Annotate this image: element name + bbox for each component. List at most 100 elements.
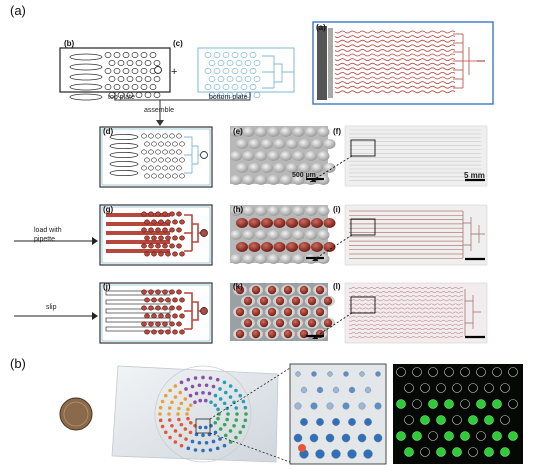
micrograph-wells-h-well [298,218,311,228]
slipchip-droplet [185,412,189,416]
top-plate-label: top plate [108,94,135,101]
micrograph-wells-e-well [242,127,255,137]
loaded-device-schematic-well [179,219,185,225]
panel-label-b: (b) [64,39,75,48]
micrograph-droplets-k-droplet [275,296,285,306]
slipchip-droplet [207,432,212,437]
slipped-device-schematic-well [179,297,185,303]
bottom-plate-schematic-well [217,76,225,82]
zoom-photo-well [347,449,357,459]
scale-bar-500um: 500 µm [292,172,316,179]
micrograph-wells-h-well [273,242,286,252]
assembled-device-schematic-well [165,141,171,147]
slipped-device-schematic-well [169,321,175,327]
bottom-plate-schematic [197,47,295,93]
bottom-plate-schematic-well [226,76,234,82]
top-plate-schematic-well [104,68,112,74]
device-image-f-inset-box [350,139,376,157]
slipped-device-schematic-well [179,313,185,319]
micrograph-wells-e-well [311,139,323,149]
device-image-l-red-row [348,287,464,289]
loaded-device-schematic-well [179,251,185,257]
top-plate-schematic-well [126,60,134,66]
loaded-device-schematic-well [172,235,178,241]
device-overview-gray-bar [317,26,327,100]
micrograph-droplets-k-droplet [259,296,269,306]
loaded-device-schematic-channel [106,222,170,226]
micrograph-droplets-k-droplet [235,285,245,295]
slipped-device-schematic-well [151,297,157,303]
slipchip-droplet [193,448,198,452]
slipchip-droplet [226,412,230,416]
fluorescence-well [468,447,478,457]
zoom-photo-well [332,386,340,394]
slipchip-photo-plate [111,365,279,463]
fluorescence-well [444,367,454,377]
micrograph-droplets-k-droplet [267,329,277,339]
slipchip-droplet [234,418,239,422]
device-image-i-inset-box [350,218,376,236]
bottom-plate-schematic-well [213,52,221,58]
assembled-device-schematic-channel [109,160,139,167]
micrograph-wells-h-well [230,254,242,264]
micrograph-wells-e-well [273,163,286,173]
fluorescence-well [476,367,486,377]
micrograph-wells-e-well [317,151,330,161]
zoom-photo-well [363,449,373,459]
slipchip-droplet [218,437,222,441]
slipped-device-schematic-well [165,313,171,319]
zoom-photo-well [357,433,367,443]
loaded-device-schematic-well [155,211,161,217]
slipchip-droplet [204,440,209,445]
micrograph-wells-e-well [305,127,317,137]
device-overview-tree [462,34,477,88]
top-plate-schematic-inlet [154,66,162,74]
micrograph-droplets-k-droplet [323,296,333,306]
micrograph-wells-e-well [280,151,292,161]
fluorescence-well [404,415,414,425]
micrograph-wells-h-well [248,242,261,252]
slipchip-droplet [215,446,220,451]
inset-link-arrow-f [309,155,353,183]
fluorescence-well [476,399,486,409]
fluorescence-well [412,431,422,441]
slipchip-droplet [197,440,202,445]
micrograph-wells-h-well [323,242,336,252]
slipchip-droplet [173,395,178,399]
slipped-device-schematic-well [148,305,154,311]
slipchip-droplet [163,430,168,435]
assembled-device-schematic-well [169,165,175,171]
micrograph-droplets-k-droplet [283,285,293,295]
slipchip-droplet [170,400,174,405]
slipchip-droplet [225,417,229,422]
assembled-device-schematic-well [144,173,150,179]
loaded-device-schematic-well [169,243,175,249]
coin-photo [59,397,93,431]
micrograph-wells-e-well [255,151,267,161]
micrograph-wells-h-well [230,230,242,240]
panel-label-a: (a) [316,23,326,32]
zoom-photo-well [359,371,365,377]
top-plate-schematic-well [131,52,139,58]
top-plate-schematic-well [153,76,161,82]
top-plate-schematic-well [135,92,143,98]
device-image-l-red-row [348,328,464,330]
micrograph-droplets-k-droplet [259,318,269,328]
zoom-photo-red-well [298,444,306,452]
fluorescence-well [484,415,494,425]
zoom-photo-well [295,371,301,377]
top-plate-schematic-well [135,76,143,82]
micrograph-wells-e-well [280,127,292,137]
loaded-device-schematic-well [151,235,157,241]
micrograph-wells-h-well [267,230,280,240]
slipped-device-schematic-well [165,297,171,303]
micrograph-wells-e-well [267,127,280,137]
loaded-device-schematic-well [176,243,182,249]
slipchip-droplet [234,406,239,410]
micrograph-droplets-k-droplet [243,296,253,306]
assembled-device-schematic-channel [109,133,139,140]
slipchip-droplet [170,423,174,428]
assembled-device-schematic-tree [184,136,206,174]
slipped-device-schematic-well [155,305,161,311]
slipchip-droplet [222,422,227,427]
